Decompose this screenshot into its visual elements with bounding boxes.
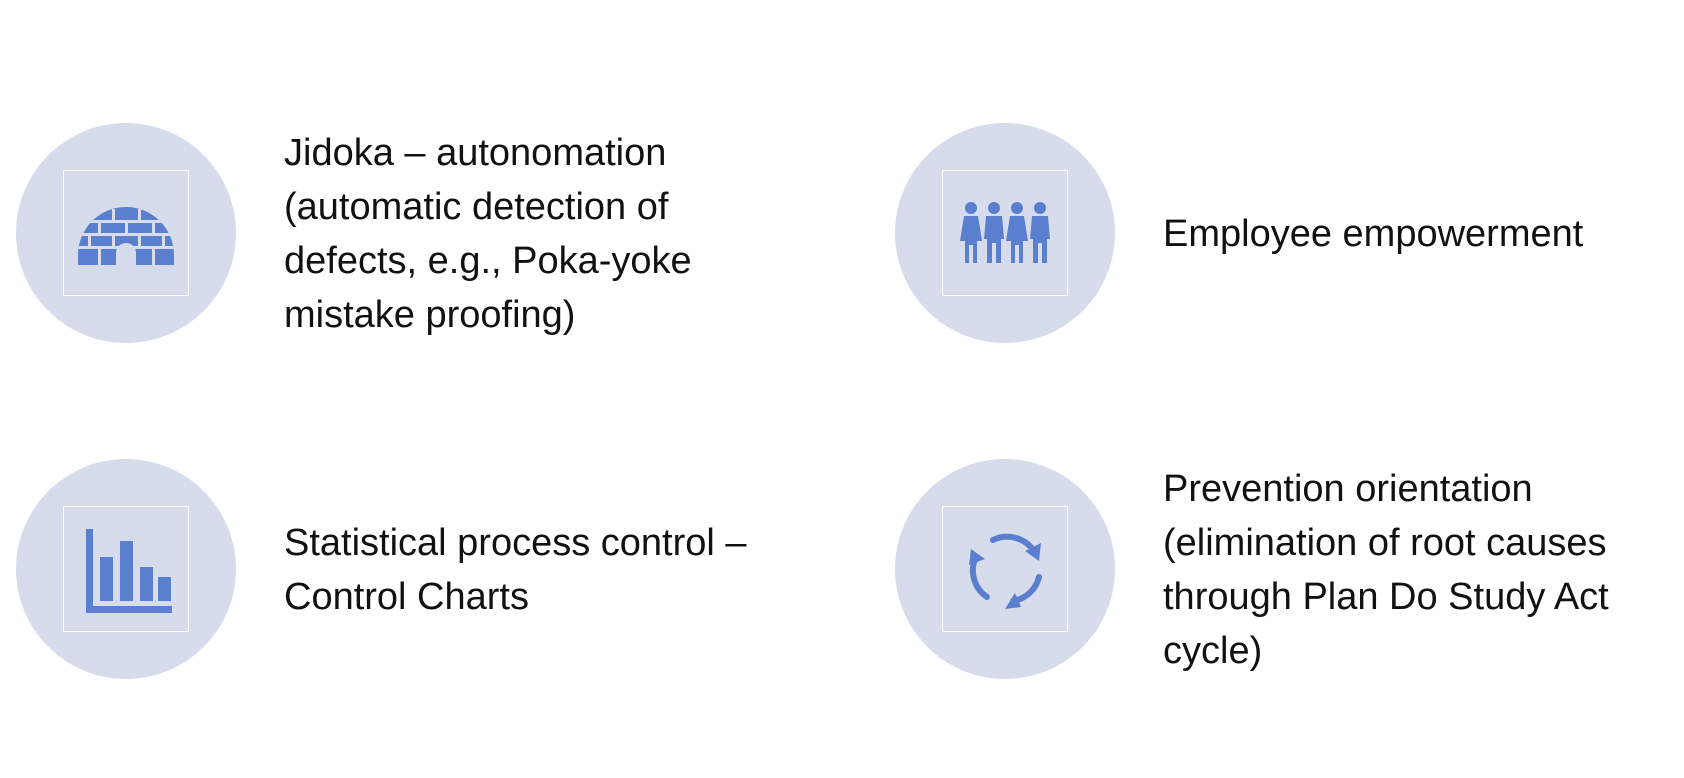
feature-text: Jidoka – autonomation (automatic detecti… bbox=[284, 132, 692, 336]
feature-item-jidoka: Jidoka – autonomation (automatic detecti… bbox=[16, 119, 856, 349]
icon-circle bbox=[16, 459, 236, 679]
cycle-arrows-icon bbox=[969, 533, 1042, 609]
feature-item-statistical-process-control: Statistical process control – Control Ch… bbox=[16, 455, 856, 685]
group-of-people-icon bbox=[960, 202, 1050, 263]
icon-frame bbox=[942, 506, 1068, 632]
icon-frame bbox=[63, 170, 189, 296]
icon-circle bbox=[895, 123, 1115, 343]
icon-circle bbox=[16, 123, 236, 343]
icon-circle bbox=[895, 459, 1115, 679]
feature-item-prevention-orientation: Prevention orientation (elimination of r… bbox=[895, 455, 1684, 685]
feature-text: Prevention orientation (elimination of r… bbox=[1163, 468, 1609, 672]
bar-chart-icon bbox=[86, 529, 172, 613]
icon-frame bbox=[942, 170, 1068, 296]
igloo-icon bbox=[78, 207, 174, 265]
icon-frame bbox=[63, 506, 189, 632]
feature-text: Statistical process control – Control Ch… bbox=[284, 522, 747, 618]
feature-item-employee-empowerment: Employee empowerment bbox=[895, 119, 1684, 349]
feature-text: Employee empowerment bbox=[1163, 213, 1584, 255]
